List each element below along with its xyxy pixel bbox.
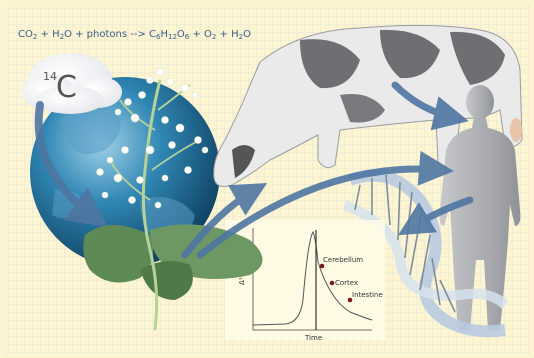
inset-x-label: Time — [304, 334, 322, 342]
arrow-plant-to-human — [196, 150, 454, 259]
svg-text:CO2 + H2O + photons --> C6H12O: CO2 + H2O + photons --> C6H12O6 + O2 + H… — [18, 29, 251, 41]
point-intestine — [347, 297, 353, 303]
plant-icon — [83, 67, 263, 331]
label-intestine: Intestine — [352, 291, 383, 299]
cloud-icon: 14 C — [22, 53, 122, 114]
inset-curve — [252, 230, 373, 326]
point-cortex — [329, 280, 335, 286]
label-cortex: Cortex — [335, 279, 358, 287]
human-figure-icon — [439, 85, 521, 331]
point-cerebellum — [319, 263, 325, 269]
inset-chart: Cerebellum Cortex Intestine Δ¹⁴C Time — [225, 220, 385, 342]
arrow-cloud-to-plant — [34, 101, 108, 228]
label-cerebellum: Cerebellum — [323, 256, 363, 264]
cow-icon — [213, 24, 523, 187]
photosynthesis-formula: CO2 + H2O + photons --> C6H12O6 + O2 + H… — [18, 29, 251, 41]
inset-y-label: Δ¹⁴C — [238, 270, 246, 285]
arrow-cow-to-human — [391, 81, 469, 131]
arrow-human-to-dna — [397, 196, 474, 236]
svg-text:C: C — [56, 70, 77, 105]
carbon-14-label: 14 C — [43, 70, 77, 105]
arrow-plant-to-cow — [181, 183, 268, 259]
svg-text:14: 14 — [43, 70, 57, 83]
